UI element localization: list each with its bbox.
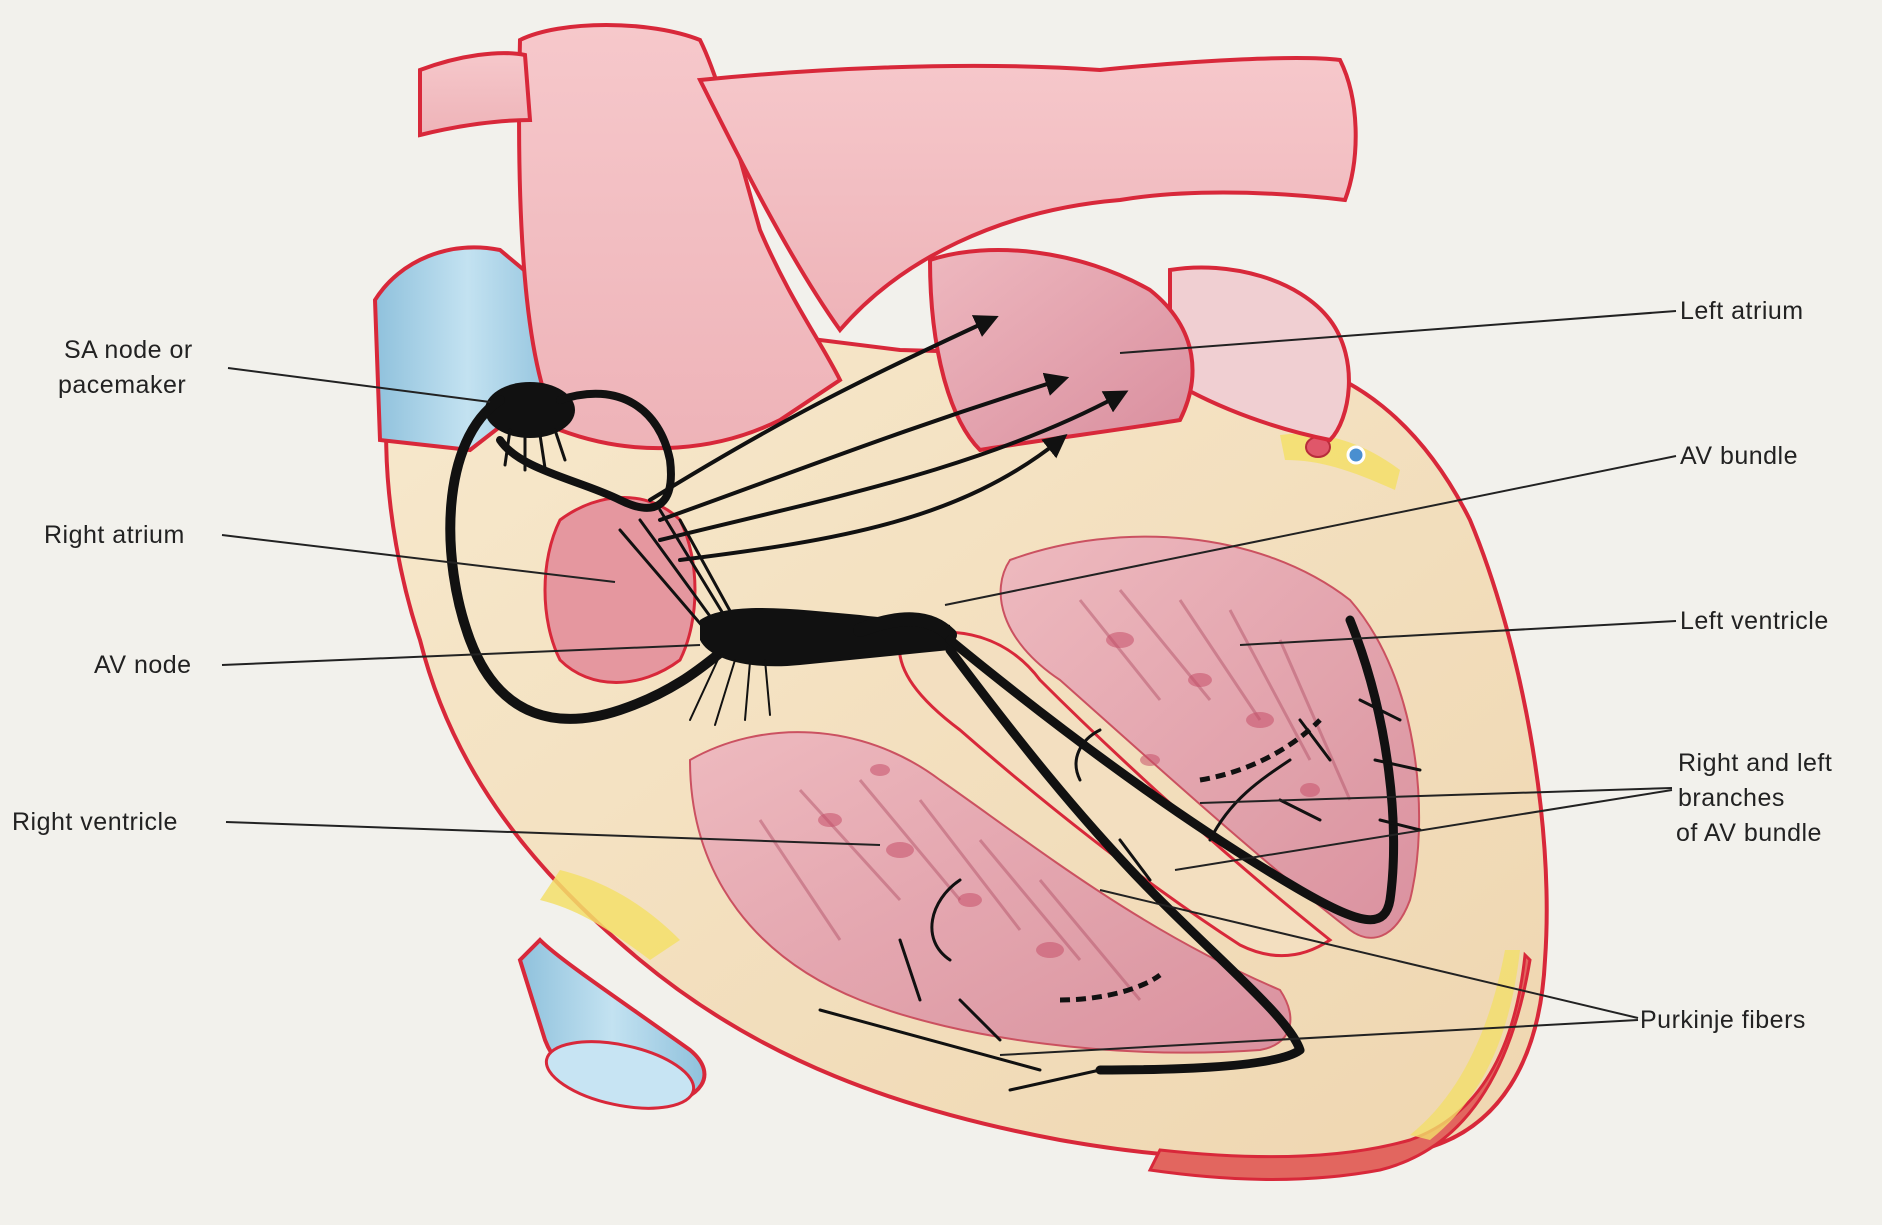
label-right-atrium: Right atrium [44,521,185,549]
label-branches-line3: of AV bundle [1676,819,1822,847]
aorta-branch [420,53,530,135]
label-right-ventricle: Right ventricle [12,808,178,836]
label-sa-node-line2: pacemaker [58,371,186,399]
label-av-bundle: AV bundle [1680,442,1798,470]
label-sa-node-line1: SA node or [64,336,193,364]
sa-node [485,382,575,438]
label-branches-line1: Right and left [1678,749,1832,777]
label-left-atrium: Left atrium [1680,297,1804,325]
label-left-ventricle: Left ventricle [1680,607,1829,635]
label-branches-line2: branches [1678,784,1785,812]
label-av-node: AV node [94,651,192,679]
coronary-vein [1348,447,1364,463]
label-purkinje-fibers: Purkinje fibers [1640,1006,1806,1034]
